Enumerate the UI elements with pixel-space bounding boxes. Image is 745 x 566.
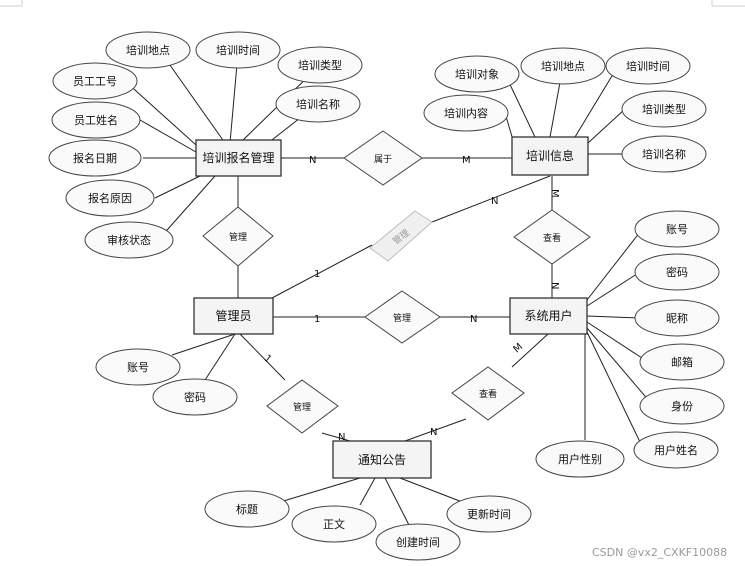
attr-user-password: 密码	[634, 253, 720, 291]
svg-text:培训地点: 培训地点	[126, 43, 170, 57]
relation-belongs: 属于	[343, 130, 423, 186]
svg-text:审核状态: 审核状态	[107, 233, 151, 247]
entity-label: 通知公告	[358, 453, 406, 467]
entity-train-info: 培训信息	[511, 136, 589, 176]
card-info-manage: N	[491, 196, 498, 207]
entity-label: 系统用户	[524, 308, 572, 323]
attr-signup-date: 报名日期	[48, 139, 142, 177]
attr-signup-type: 培训类型	[277, 46, 363, 84]
attr-user-realname: 用户姓名	[633, 431, 719, 469]
entity-label: 培训信息	[526, 148, 574, 163]
attr-notice-title: 标题	[204, 490, 290, 528]
attr-employee-id: 员工工号	[52, 62, 138, 100]
relation-manage-signup: 管理	[202, 206, 274, 267]
relation-manage-notice: 管理	[266, 379, 339, 434]
svg-text:培训类型: 培训类型	[642, 102, 686, 116]
attr-employee-name: 员工姓名	[51, 101, 141, 139]
attr-user-role: 身份	[639, 387, 725, 425]
svg-text:培训类型: 培训类型	[298, 58, 342, 72]
card-notice-viewed: N	[430, 427, 437, 438]
svg-text:员工工号: 员工工号	[73, 75, 117, 88]
relation-label: 查看	[479, 388, 497, 400]
svg-text:用户姓名: 用户姓名	[654, 443, 698, 457]
card-admin-manage-info: 1	[314, 269, 320, 280]
entity-label: 管理员	[215, 308, 251, 323]
svg-text:标题: 标题	[236, 502, 258, 516]
relation-label: 查看	[543, 232, 561, 244]
attribute-ellipses: 培训地点 培训时间 培训类型 培训名称 员工工号 员工姓名 报名日期 报名原因 …	[48, 31, 725, 561]
svg-text:更新时间: 更新时间	[467, 507, 511, 521]
svg-text:身份: 身份	[671, 399, 693, 413]
svg-text:培训名称: 培训名称	[642, 147, 686, 161]
svg-text:培训内容: 培训内容	[444, 106, 488, 120]
attr-info-location: 培训地点	[520, 47, 606, 85]
attr-info-target: 培训对象	[434, 55, 520, 93]
attr-signup-reason: 报名原因	[65, 179, 155, 217]
card-signup-belongs: N	[309, 155, 316, 166]
svg-text:账号: 账号	[127, 361, 149, 374]
entity-notice: 通知公告	[332, 440, 432, 479]
relation-manage-user: 管理	[364, 290, 441, 344]
attr-user-nickname: 昵称	[634, 299, 720, 337]
attr-review-status: 审核状态	[84, 221, 174, 259]
relation-view-notice: 查看	[451, 366, 525, 421]
entity-sys-user: 系统用户	[509, 297, 588, 335]
attr-info-name: 培训名称	[621, 135, 707, 173]
svg-text:报名日期: 报名日期	[73, 151, 117, 165]
attr-info-content: 培训内容	[423, 94, 509, 132]
svg-text:培训对象: 培训对象	[455, 67, 499, 81]
cardinality-labels: N M N 1 M N 1 N 1 N M N	[262, 155, 560, 443]
card-info-belongs: M	[462, 155, 471, 166]
card-user-managed: N	[470, 314, 477, 325]
relation-label: 管理	[293, 401, 311, 413]
svg-text:邮箱: 邮箱	[671, 355, 693, 369]
svg-text:密码: 密码	[666, 265, 688, 279]
svg-text:用户性别: 用户性别	[558, 452, 602, 466]
svg-text:培训时间: 培训时间	[626, 59, 670, 73]
svg-text:正文: 正文	[323, 517, 345, 531]
entity-label: 培训报名管理	[202, 150, 274, 165]
relation-label: 管理	[393, 312, 411, 324]
entity-admin: 管理员	[193, 297, 274, 335]
relation-manage-info: 管理	[369, 210, 433, 262]
attr-notice-created: 创建时间	[375, 523, 461, 561]
card-notice-managed: N	[338, 432, 345, 443]
card-admin-manage-notice: 1	[262, 353, 274, 366]
card-user-view-notice: M	[511, 341, 525, 355]
svg-text:培训时间: 培训时间	[216, 43, 260, 57]
relation-label: 属于	[374, 154, 392, 165]
attr-info-time: 培训时间	[605, 47, 691, 85]
svg-text:创建时间: 创建时间	[396, 535, 440, 549]
svg-text:账号: 账号	[666, 223, 688, 236]
svg-text:培训地点: 培训地点	[541, 59, 585, 73]
svg-text:报名原因: 报名原因	[88, 191, 132, 205]
watermark-text: CSDN @vx2_CXKF10088	[592, 546, 727, 559]
attr-user-email: 邮箱	[639, 343, 725, 381]
svg-text:员工姓名: 员工姓名	[74, 113, 118, 127]
attr-admin-account: 账号	[95, 348, 181, 386]
card-admin-manage-user: 1	[314, 314, 320, 325]
attr-signup-time: 培训时间	[195, 31, 281, 69]
entity-train-signup: 培训报名管理	[195, 139, 282, 177]
attr-admin-password: 密码	[152, 378, 238, 416]
card-user-view: N	[549, 282, 560, 289]
attr-notice-updated: 更新时间	[446, 495, 532, 533]
attr-signup-location: 培训地点	[105, 31, 191, 69]
relation-label: 管理	[229, 231, 247, 243]
attr-info-type: 培训类型	[621, 90, 707, 128]
svg-text:昵称: 昵称	[666, 311, 688, 325]
attr-signup-name: 培训名称	[275, 85, 361, 123]
card-info-view: M	[549, 189, 560, 198]
svg-text:密码: 密码	[184, 390, 206, 404]
attr-user-account: 账号	[634, 210, 720, 248]
svg-text:培训名称: 培训名称	[296, 97, 340, 111]
attr-notice-body: 正文	[291, 505, 377, 543]
attr-user-gender: 用户性别	[535, 440, 625, 478]
relation-view-info: 查看	[513, 209, 591, 265]
